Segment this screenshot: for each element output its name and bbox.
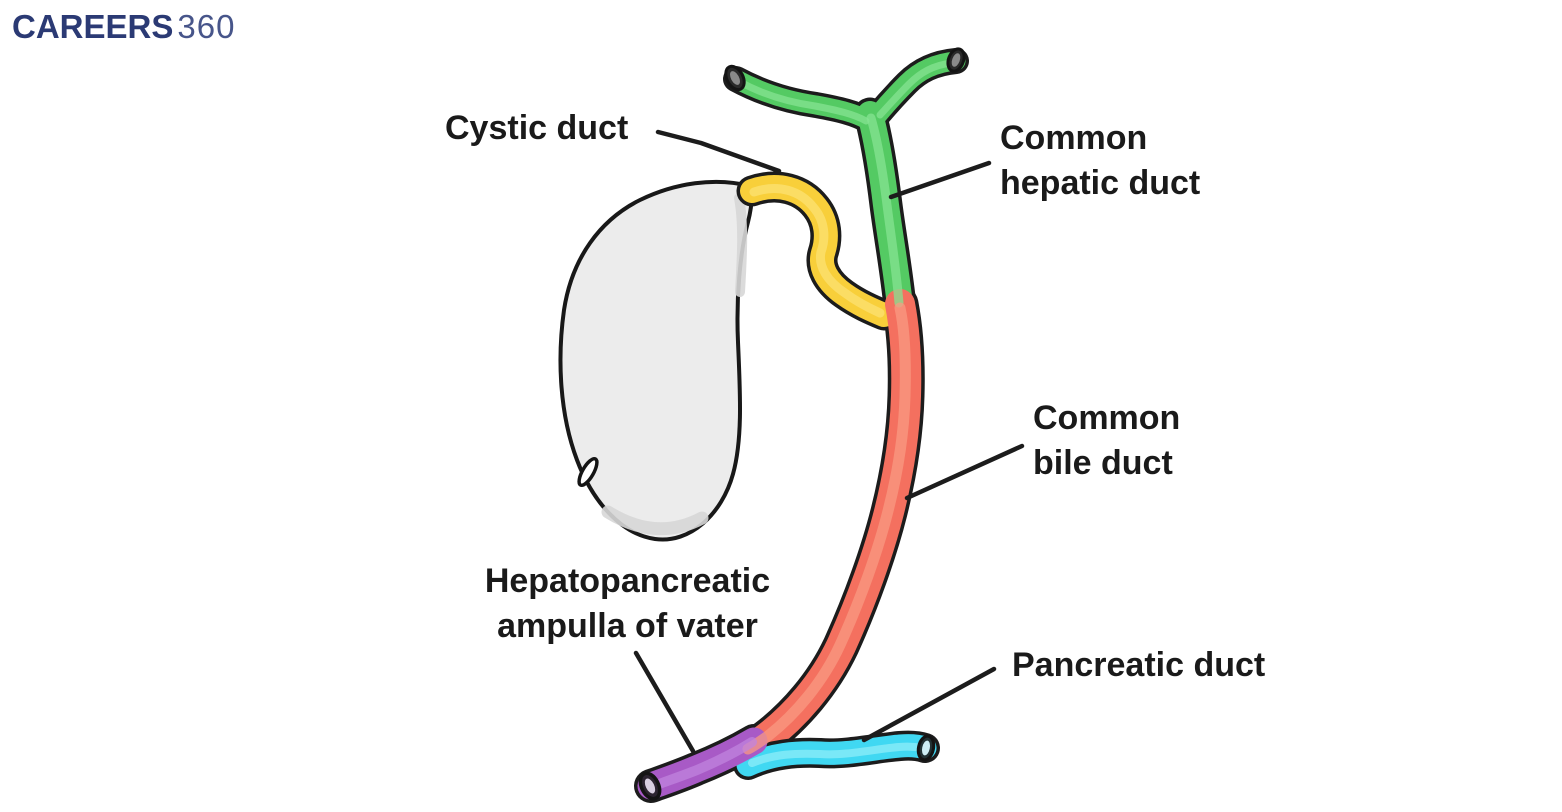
ampulla-label: Hepatopancreatic ampulla of vater [450, 559, 805, 649]
pancreatic-duct-label: Pancreatic duct [1012, 646, 1266, 684]
ampulla-opening [638, 771, 662, 801]
leader-lines [633, 129, 1025, 754]
common-hepatic-duct-label-line2: hepatic duct [1000, 164, 1201, 202]
gallbladder-neck-shading [734, 193, 748, 297]
common-hepatic-duct-label: Common hepatic duct [1000, 116, 1200, 206]
gallbladder-bottom-shading [601, 505, 709, 536]
pancreatic-duct-opening [916, 734, 936, 762]
duct-highlights [649, 59, 956, 791]
logo-brand-text: CAREERS [12, 8, 174, 45]
right-hepatic-duct-opening [946, 47, 966, 73]
common-bile-duct-label-line1: Common [1033, 399, 1181, 437]
common-hepatic-duct-leader [888, 160, 992, 200]
common-bile-duct-label: Common bile duct [1033, 396, 1180, 486]
logo-suffix-text: 360 [177, 8, 236, 45]
cystic-duct-leader [655, 129, 782, 174]
pancreatic-duct-leader [861, 666, 997, 743]
ampulla-label-line1: Hepatopancreatic [484, 562, 771, 600]
common-bile-duct-leader [904, 443, 1025, 501]
ampulla-label-line2: ampulla of vater [497, 607, 758, 645]
common-hepatic-duct-label-line1: Common [1000, 119, 1148, 157]
ampulla-leader [633, 650, 696, 754]
common-bile-duct-label-line2: bile duct [1033, 444, 1173, 482]
cystic-duct-label: Cystic duct [445, 109, 629, 147]
gallbladder-highlight [577, 456, 599, 488]
left-hepatic-duct-opening [724, 64, 746, 92]
gallbladder-shape [558, 179, 754, 542]
